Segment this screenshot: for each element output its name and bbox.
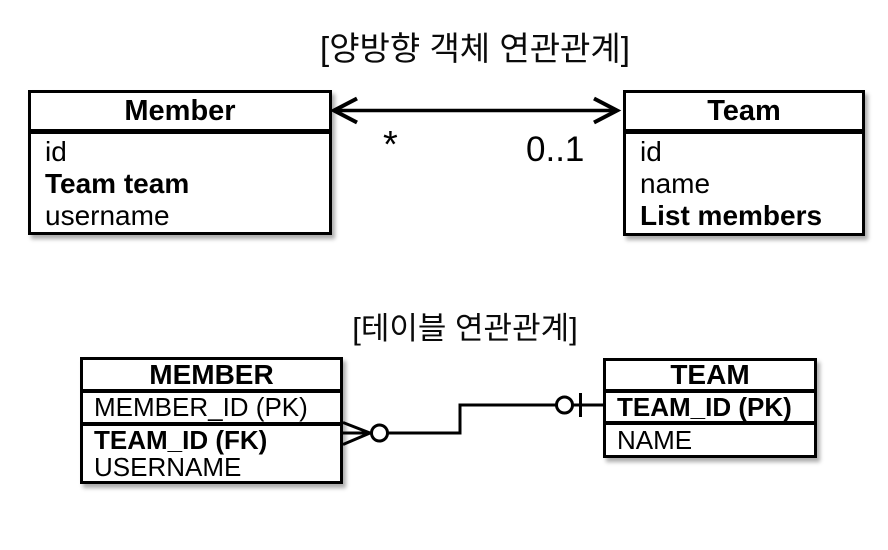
table-association-title: [테이블 연관관계]: [352, 311, 578, 346]
crows-foot-many-icon: [342, 421, 372, 446]
member-field-team: Team team: [45, 168, 190, 199]
right-arrowhead-icon: [593, 96, 622, 125]
member-class-box: Member id Team team username: [28, 90, 332, 235]
zero-circle-icon: [555, 395, 574, 415]
member-table-row-username: USERNAME: [94, 452, 242, 482]
member-table-row-pk: MEMBER_ID (PK): [83, 392, 340, 426]
team-field-name: name: [640, 168, 711, 199]
team-class-fields: id name List members: [626, 134, 862, 232]
left-arrowhead-icon: [329, 96, 358, 125]
member-field-id: id: [45, 136, 67, 167]
member-field-username: username: [45, 200, 170, 231]
team-field-id: id: [640, 136, 662, 167]
team-table-row-pk: TEAM_ID (PK): [606, 392, 814, 425]
connector-path: [387, 403, 557, 435]
object-association-title: [양방향 객체 연관관계]: [320, 30, 630, 67]
member-table-title: MEMBER: [83, 360, 340, 393]
member-class-fields: id Team team username: [31, 134, 329, 232]
bidirectional-arrow: [329, 96, 622, 125]
fk-relationship-connector: [342, 393, 604, 446]
team-field-members: List members: [640, 200, 823, 231]
team-class-box: Team id name List members: [623, 90, 865, 236]
team-table-title: TEAM: [606, 361, 814, 393]
team-table-row-name: NAME: [617, 424, 693, 455]
team-class-title: Team: [626, 93, 862, 134]
member-table-cell: TEAM_ID (FK) USERNAME: [83, 426, 340, 481]
member-table-row-fk: TEAM_ID (FK): [94, 425, 268, 455]
team-side-multiplicity-label: 0..1: [526, 130, 585, 169]
zero-circle-icon: [370, 423, 389, 443]
member-side-multiplicity-label: *: [383, 124, 398, 166]
member-class-title: Member: [31, 93, 329, 134]
team-table-box: TEAM TEAM_ID (PK) NAME: [603, 358, 817, 458]
member-table-box: MEMBER MEMBER_ID (PK) TEAM_ID (FK) USERN…: [80, 357, 343, 484]
